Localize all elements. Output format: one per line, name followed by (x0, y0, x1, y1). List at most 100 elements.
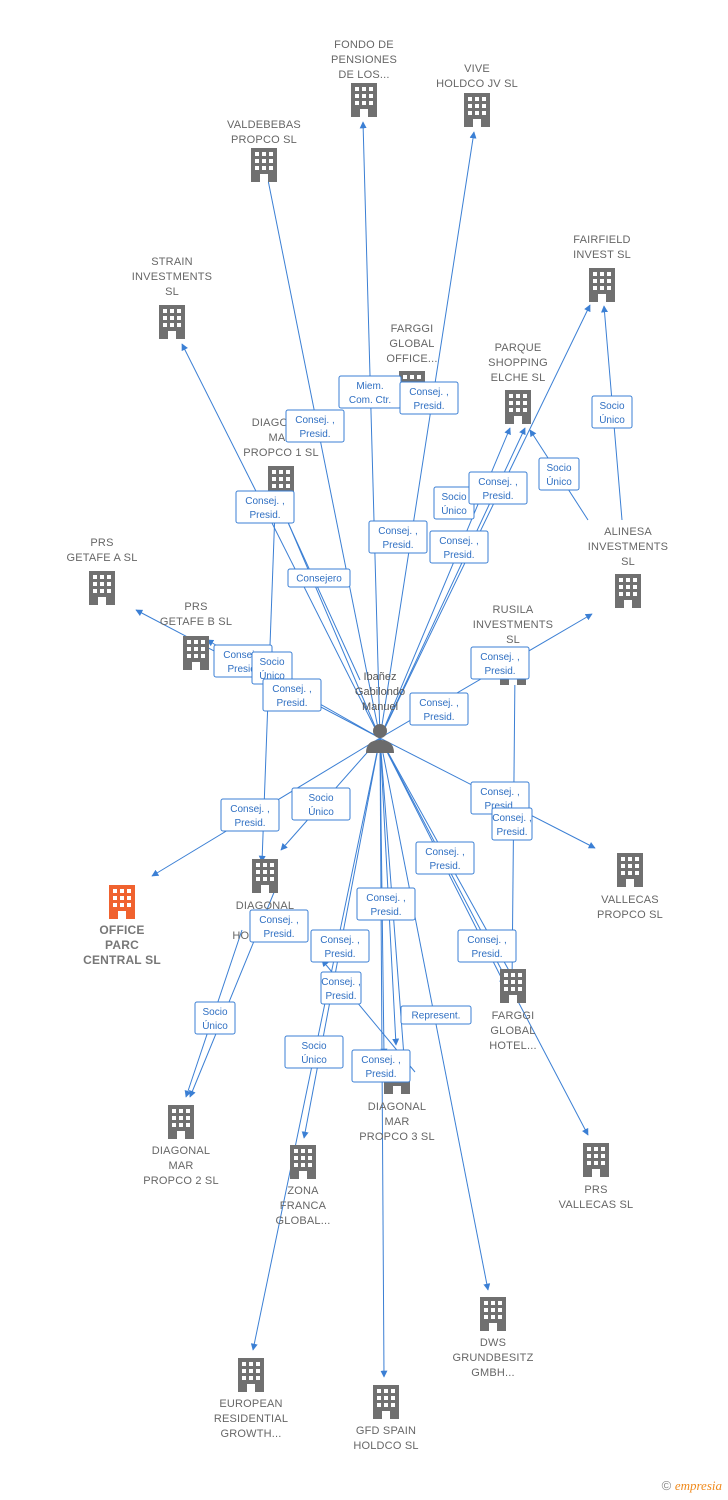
relationship-label[interactable]: Consej. ,Presid. (356, 887, 416, 921)
company-name-line: PROPCO 2 SL (143, 1175, 219, 1187)
relationship-label-box (468, 471, 528, 505)
relationship-label[interactable]: Consejero (287, 568, 351, 588)
relationship-label-line: Presid. (484, 801, 515, 812)
company-name-line: SL (165, 286, 179, 298)
relationship-label-box (399, 381, 459, 415)
relationship-label-line: Consej. , (480, 652, 519, 663)
relationship-label-text: Consej. ,Presid. (480, 652, 519, 677)
relationship-label-text: Consej. ,Presid. (321, 977, 360, 1002)
relationship-label[interactable]: Consej. ,Presid. (468, 471, 528, 505)
relationship-label[interactable]: Consej. ,Presid. (457, 929, 517, 963)
relationship-label[interactable]: Consej. ,Presid. (285, 409, 345, 443)
relationship-label-text: Consej. ,Presid. (478, 477, 517, 502)
relationship-label-text: Consej. ,Presid. (480, 787, 519, 812)
company-name-line: DWS (480, 1337, 506, 1349)
relationship-label[interactable]: Consej. ,Presid. (220, 798, 280, 832)
relationship-label-line: Consej. , (439, 536, 478, 547)
relationship-label[interactable]: Consej. ,Presid. (491, 807, 533, 841)
relationship-label-line: Único (301, 1053, 327, 1066)
person-name-line: Manuel (362, 701, 398, 713)
relationship-label-text: Consej. ,Presid. (320, 935, 359, 960)
building-icon (251, 148, 277, 182)
relationship-label-line: Consejero (296, 574, 342, 585)
relationship-label-line: Presid. (324, 949, 355, 960)
company-name-line: GMBH... (471, 1367, 515, 1379)
relationship-edge (359, 121, 381, 739)
company-name-line: ALINESA (604, 526, 652, 538)
relationship-label-text: Represent. (412, 1011, 461, 1022)
relationship-label[interactable]: Consej. ,Presid. (415, 841, 475, 875)
relationship-label-line: Consej. , (492, 813, 531, 824)
relationship-label[interactable]: Consej. ,Presid. (249, 909, 309, 943)
relationship-label-line: Presid. (227, 664, 258, 675)
relationship-label[interactable]: Consej. ,Presid. (320, 971, 362, 1005)
relationship-label-line: Com. Ctr. (349, 395, 391, 406)
relationship-label[interactable]: Consej. ,Presid. (262, 678, 322, 712)
empresia-logo[interactable]: empresia (674, 1478, 722, 1493)
relationship-label-box (429, 530, 489, 564)
relationship-label[interactable]: Consej. ,Presid. (351, 1049, 411, 1083)
relationship-label-line: Consej. , (272, 684, 311, 695)
relationship-label[interactable]: Miem.Com. Ctr. (338, 375, 402, 409)
relationship-label[interactable]: Consej. ,Presid. (399, 381, 459, 415)
relationship-label[interactable]: Consej. ,Presid. (310, 929, 370, 963)
person-name-line: Gabilondo (355, 686, 405, 698)
relationship-label[interactable]: Consej. ,Presid. (470, 646, 530, 680)
company-name-line: PARQUE (495, 342, 542, 354)
relationship-label-box (591, 395, 633, 429)
relationship-label-box (235, 490, 295, 524)
relationship-label-line: Socio (599, 401, 624, 412)
company-name-line: RESIDENTIAL (214, 1413, 288, 1425)
relationship-label-line: Consej. , (478, 477, 517, 488)
company-name-line: GROWTH... (220, 1428, 281, 1440)
relationship-label[interactable]: Consej. ,Presid. (235, 490, 295, 524)
person-name-line: Ibañez (363, 671, 396, 683)
relationship-label-line: Consej. , (361, 1055, 400, 1066)
relationship-edge (379, 304, 591, 739)
relationship-label[interactable]: Represent. (400, 1005, 472, 1025)
relationship-label-line: Presid. (299, 429, 330, 440)
relationship-label-box (285, 409, 345, 443)
relationship-label[interactable]: Consej. ,Presid. (368, 520, 428, 554)
relationship-label-text: Consej. ,Presid. (361, 1055, 400, 1080)
relationship-label[interactable]: Consej. ,Presid. (429, 530, 489, 564)
relationship-label[interactable]: Consej. ,Presid. (409, 692, 469, 726)
